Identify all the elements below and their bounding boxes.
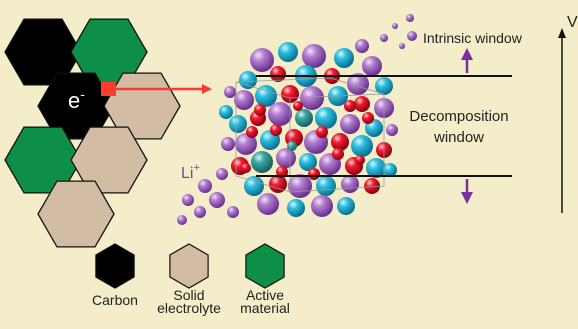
atom-purple — [347, 73, 369, 95]
atom-cyan — [299, 153, 317, 171]
atom-red — [270, 124, 282, 136]
atom-cyan — [219, 105, 233, 119]
atom-cyan — [229, 115, 247, 133]
atom-cyan — [383, 163, 397, 177]
hex-tile-electrolyte — [37, 180, 115, 248]
decomposition-window-label-line2: window — [433, 129, 484, 146]
atom-purple — [182, 194, 194, 206]
atom-red — [332, 148, 344, 160]
atom-teal — [295, 109, 313, 127]
atom-red — [354, 96, 370, 112]
atom-cyan — [315, 107, 337, 129]
atom-purple — [300, 86, 324, 110]
atom-purple — [234, 90, 254, 110]
atom-purple — [198, 179, 212, 193]
atom-red — [331, 133, 349, 151]
atom-red — [355, 155, 365, 165]
atom-purple — [177, 215, 187, 225]
atom-cyan — [287, 199, 305, 217]
atom-teal — [287, 141, 297, 151]
interface-marker — [101, 82, 116, 96]
atom-cyan — [278, 42, 298, 62]
atom-red — [364, 178, 380, 194]
atom-purple — [224, 86, 236, 98]
legend-label-2-0: Active — [246, 287, 284, 303]
atom-purple — [268, 102, 292, 126]
atom-purple — [235, 133, 257, 155]
atom-cyan — [255, 85, 277, 107]
atom-purple — [407, 31, 417, 41]
atom-purple — [341, 175, 359, 193]
atom-red — [308, 168, 320, 180]
atom-red — [241, 163, 251, 173]
atom-purple — [340, 114, 360, 134]
intrinsic-window-label: Intrinsic window — [423, 30, 523, 46]
legend-label-2-1: material — [240, 300, 290, 316]
atom-purple — [216, 168, 228, 180]
unit-cell-outline — [235, 77, 385, 193]
intrinsic-window-arrow-down — [461, 179, 473, 204]
atom-cyan — [244, 176, 264, 196]
atom-purple — [257, 193, 279, 215]
atom-red — [281, 85, 299, 103]
legend-label-1-1: electrolyte — [157, 300, 221, 316]
atom-red — [269, 175, 287, 193]
atom-purple — [311, 195, 333, 217]
atom-purple — [362, 56, 382, 76]
atom-red — [254, 104, 266, 116]
hex-tile-electrolyte — [70, 126, 148, 194]
legend-swatch-1 — [169, 243, 209, 289]
atom-cyan — [375, 77, 393, 95]
intrinsic-window-arrow-up — [461, 48, 473, 73]
electron-label: e- — [68, 86, 85, 113]
atom-purple — [221, 137, 235, 151]
atom-cyan — [366, 158, 386, 178]
atom-red — [270, 66, 286, 82]
atom-cyan — [351, 135, 373, 157]
atom-red — [362, 112, 374, 124]
atom-teal — [251, 151, 273, 173]
atom-cyan — [239, 71, 257, 89]
atom-cyan — [334, 48, 354, 68]
electrode-hex-cluster — [4, 18, 181, 248]
legend-label-1-0: Solid — [173, 287, 204, 303]
voltage-axis-label: V — [567, 14, 578, 31]
atom-purple — [386, 124, 398, 136]
atom-purple — [392, 23, 398, 29]
lithium-ion-label: Li+ — [181, 162, 200, 182]
legend-label-0-0: Carbon — [92, 292, 138, 308]
atom-purple — [227, 206, 239, 218]
atom-purple — [194, 206, 206, 218]
atom-red — [316, 126, 328, 138]
atom-purple — [288, 174, 312, 198]
crystal-structure — [177, 14, 417, 225]
atom-cyan — [337, 197, 355, 215]
atom-purple — [399, 43, 405, 49]
atom-purple — [355, 39, 369, 53]
decomposition-window-label-line1: Decomposition — [409, 108, 508, 125]
atom-purple — [406, 14, 414, 22]
legend-swatch-0 — [95, 243, 135, 289]
atom-purple — [209, 192, 225, 208]
atom-purple — [380, 34, 388, 42]
voltage-axis — [558, 28, 566, 213]
atom-red — [293, 101, 303, 111]
legend-swatch-2 — [245, 243, 285, 289]
atom-red — [344, 100, 356, 112]
atom-purple — [250, 48, 274, 72]
atom-purple — [276, 148, 296, 168]
atom-cyan — [316, 176, 336, 196]
atom-purple — [302, 44, 326, 68]
atom-red — [246, 126, 258, 138]
